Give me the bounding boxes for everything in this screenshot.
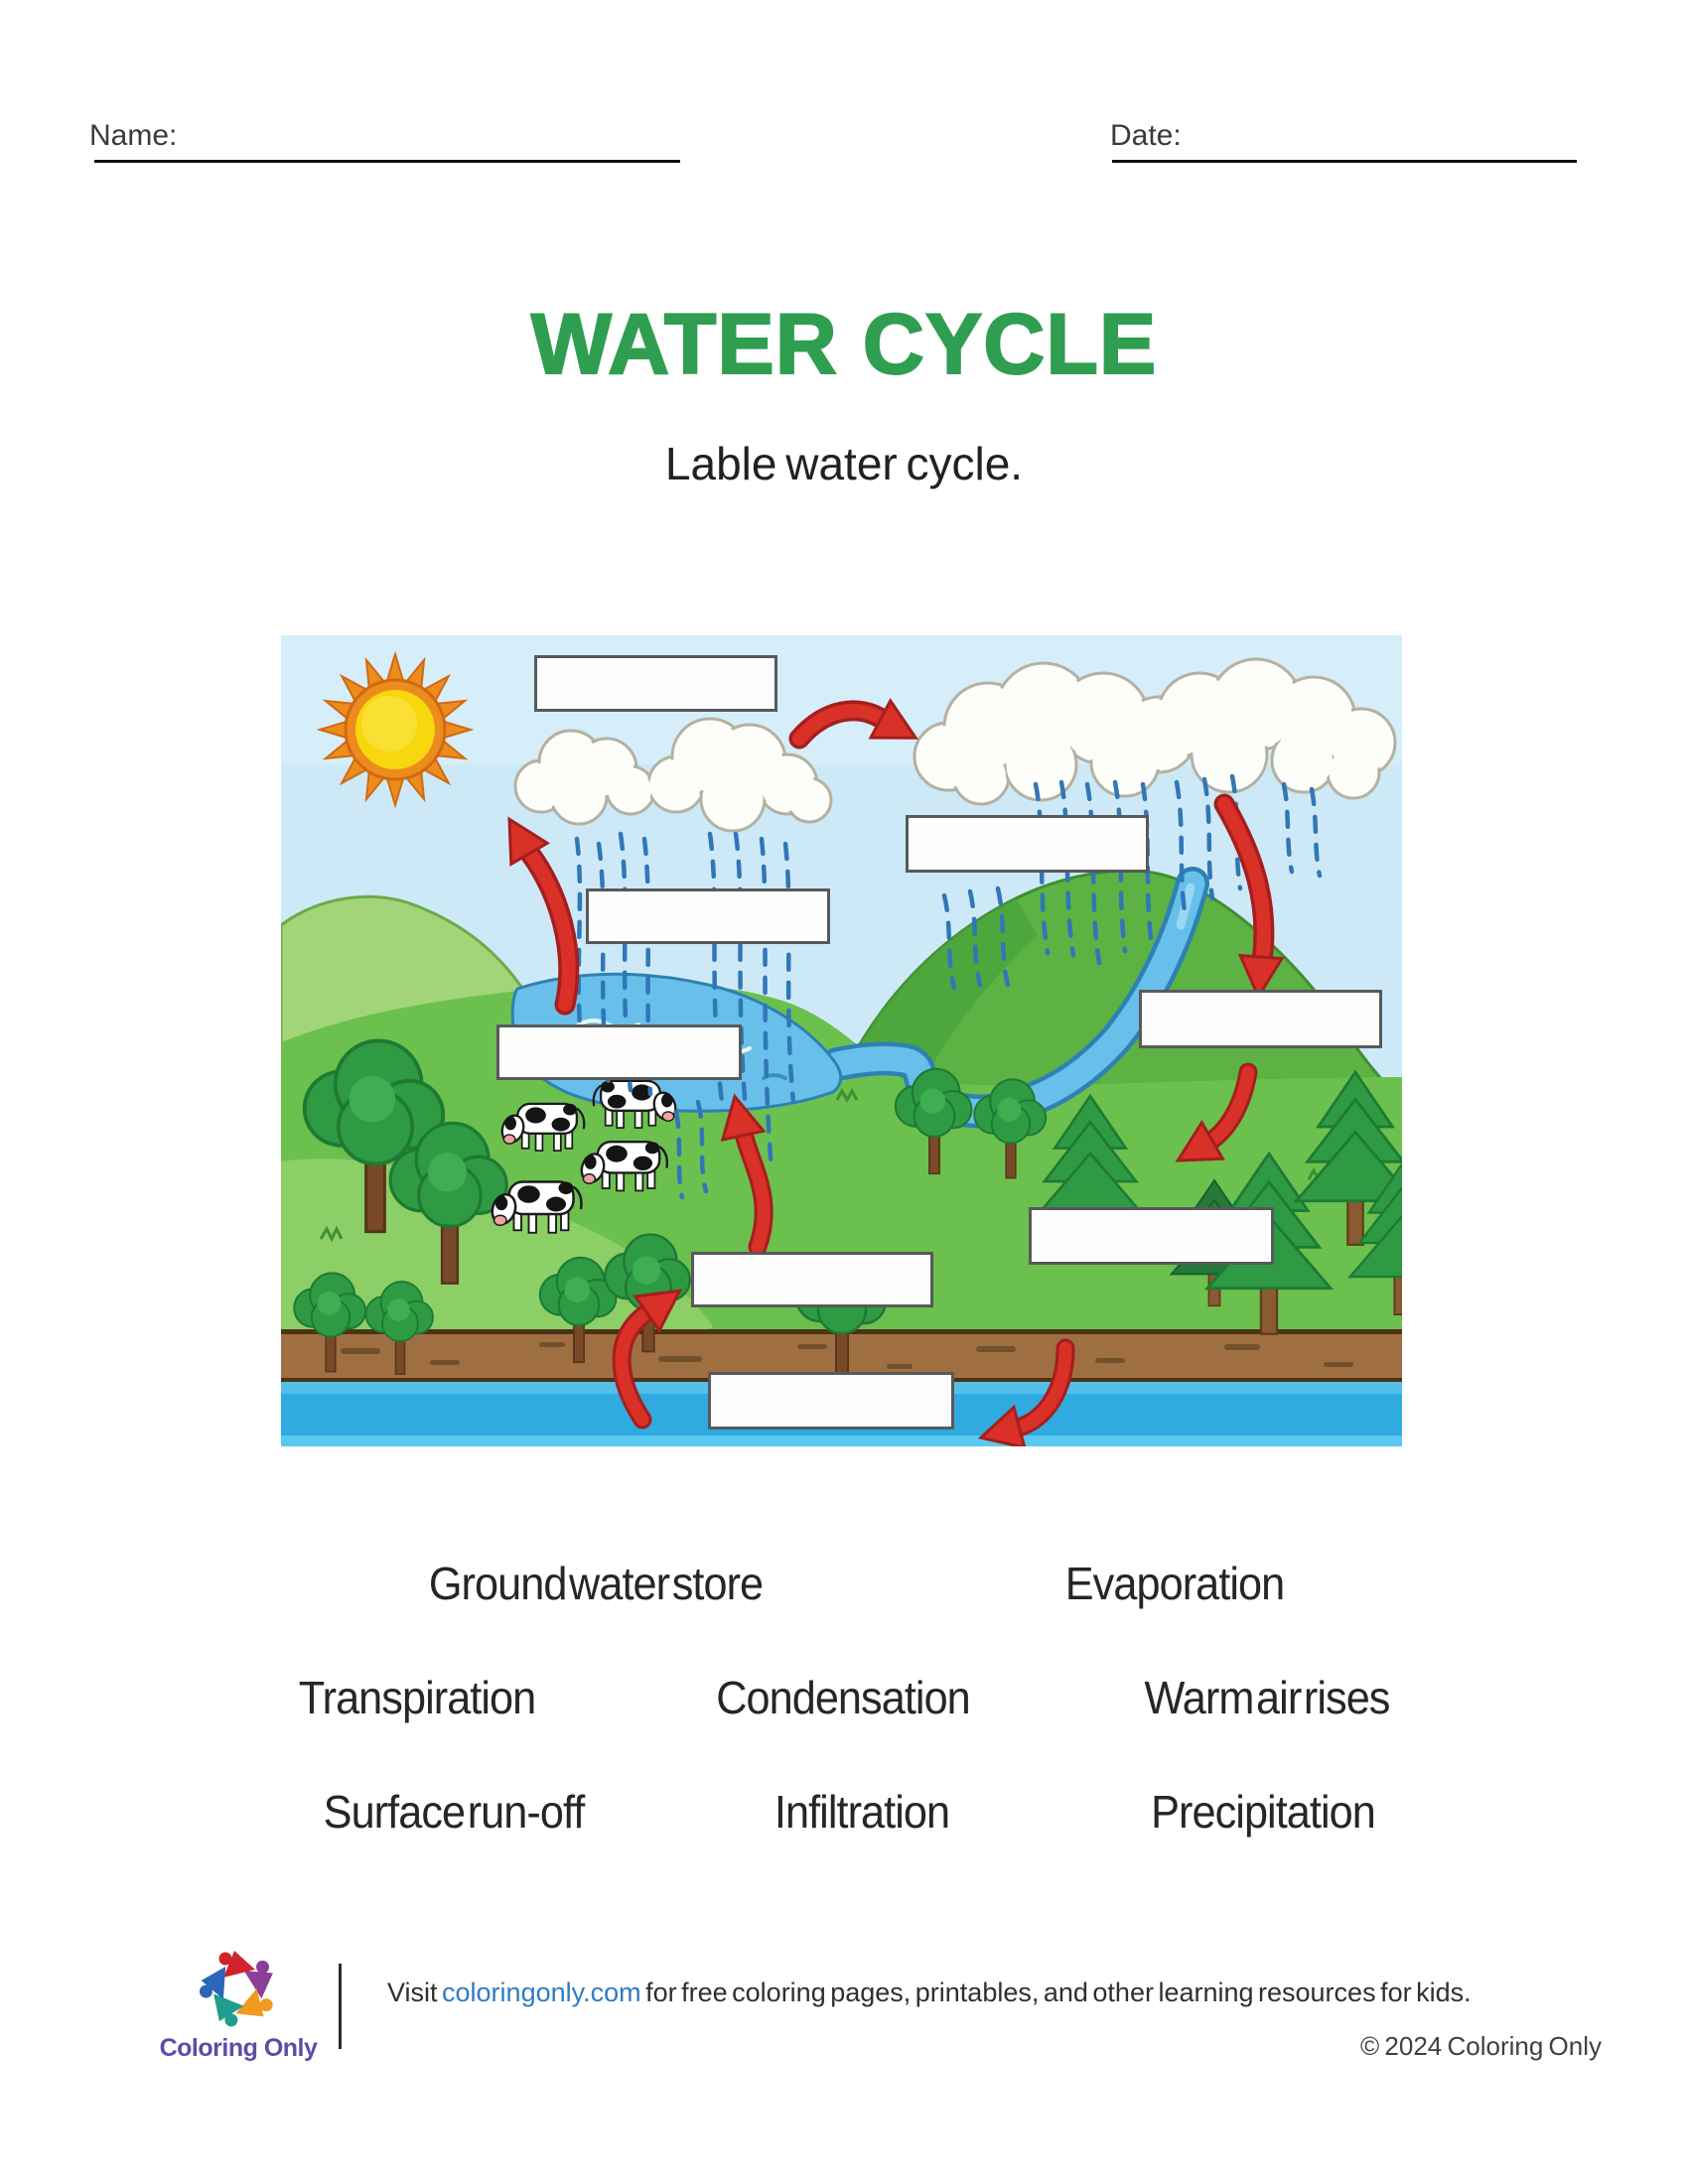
water-cycle-diagram (281, 635, 1402, 1446)
copyright-text: © 2024 Coloring Only (1360, 2031, 1602, 2061)
word-surface-run-off: Surface run-off (323, 1786, 586, 1838)
answer-box-2[interactable] (906, 815, 1149, 873)
infiltration-arrow (612, 1289, 683, 1430)
date-underline[interactable] (1112, 160, 1577, 163)
answer-box-1[interactable] (534, 655, 777, 712)
coloringonly-link[interactable]: coloringonly.com (442, 1978, 641, 2007)
cows (491, 1079, 677, 1234)
cloud-right-icon (913, 657, 1397, 806)
answer-box-4[interactable] (1139, 990, 1382, 1048)
precipitation-arrow (1213, 793, 1285, 1001)
date-label: Date: (1110, 119, 1182, 152)
page-title: WATER CYCLE (530, 296, 1158, 393)
water-cycle-scene (281, 635, 1402, 1446)
downhill-arrow (1175, 1062, 1258, 1162)
visit-prefix: Visit (387, 1978, 443, 2007)
word-ground-water-store: Ground water store (428, 1558, 764, 1609)
answer-box-3[interactable] (586, 888, 830, 944)
word-transpiration: Transpiration (298, 1672, 536, 1723)
transpiration-arrow (720, 1093, 774, 1257)
cloud-left-icon (513, 717, 833, 833)
word-warm-air-rises: Warm air rises (1144, 1672, 1391, 1723)
answer-box-8[interactable] (708, 1372, 954, 1430)
condensation-arrow (788, 698, 919, 750)
word-condensation: Condensation (716, 1672, 971, 1723)
visit-suffix: for free coloring pages, printables, and… (640, 1978, 1472, 2007)
page-subtitle: Lable water cycle. (664, 438, 1024, 489)
word-infiltration: Infiltration (774, 1786, 950, 1838)
word-precipitation: Precipitation (1151, 1786, 1376, 1838)
answer-box-7[interactable] (691, 1252, 933, 1307)
sun-icon (316, 650, 475, 809)
word-evaporation: Evaporation (1064, 1558, 1285, 1609)
logo-text: Coloring Only (159, 2034, 318, 2062)
evaporation-arrow (507, 816, 580, 1016)
name-underline[interactable] (94, 160, 680, 163)
answer-box-5[interactable] (496, 1024, 742, 1080)
logo-star-icon (199, 1951, 273, 2027)
answer-box-6[interactable] (1029, 1207, 1274, 1265)
footer-visit-line: Visit coloringonly.com for free coloring… (387, 1978, 1472, 2008)
deciduous-trees (293, 1038, 1048, 1378)
coloring-only-logo: Coloring Only (159, 1938, 318, 2063)
footer-divider (339, 1964, 342, 2049)
name-label: Name: (89, 119, 178, 152)
groundwater-arrow (977, 1338, 1075, 1446)
